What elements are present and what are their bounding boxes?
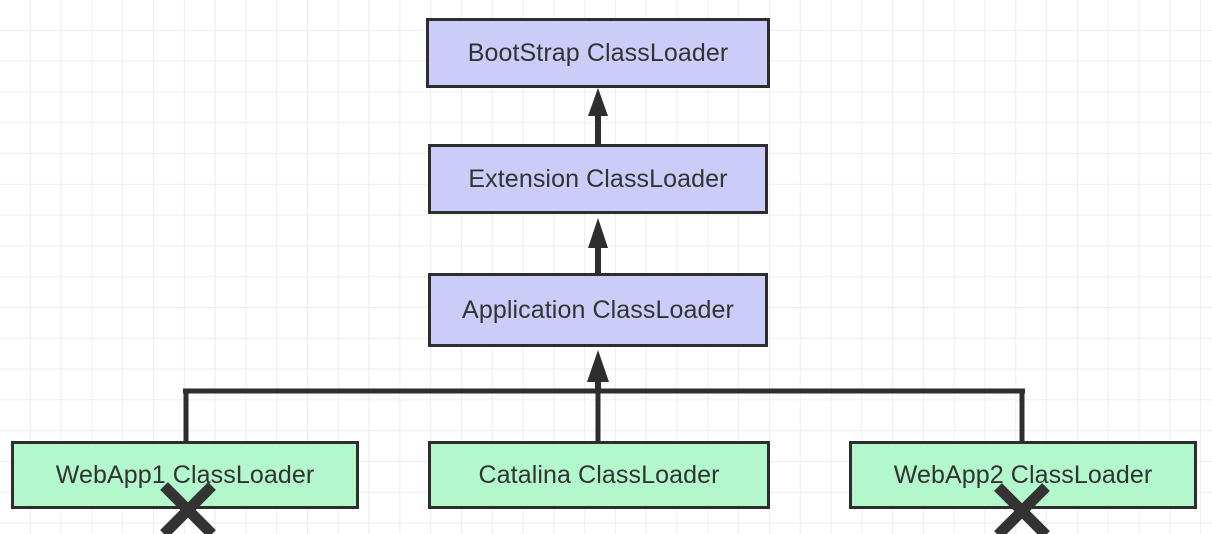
connector-application-to-extension [588,218,608,273]
node-label-application: Application ClassLoader [462,295,734,324]
connector-bus-to-application [587,350,609,392]
node-bootstrap-classloader[interactable]: BootStrap ClassLoader [426,18,770,88]
node-label-extension: Extension ClassLoader [468,164,728,193]
node-label-bootstrap: BootStrap ClassLoader [467,38,729,67]
node-label-webapp2: WebApp2 ClassLoader [893,460,1153,489]
node-extension-classloader[interactable]: Extension ClassLoader [428,144,768,214]
connector-extension-to-bootstrap [588,88,608,144]
node-application-classloader[interactable]: Application ClassLoader [428,273,768,347]
node-label-webapp1: WebApp1 ClassLoader [55,460,315,489]
node-catalina-classloader[interactable]: Catalina ClassLoader [428,441,770,509]
node-webapp1-classloader[interactable]: WebApp1 ClassLoader [11,441,359,509]
node-webapp2-classloader[interactable]: WebApp2 ClassLoader [849,441,1197,509]
node-label-catalina: Catalina ClassLoader [478,460,720,489]
connector-child-bus [183,388,1025,443]
